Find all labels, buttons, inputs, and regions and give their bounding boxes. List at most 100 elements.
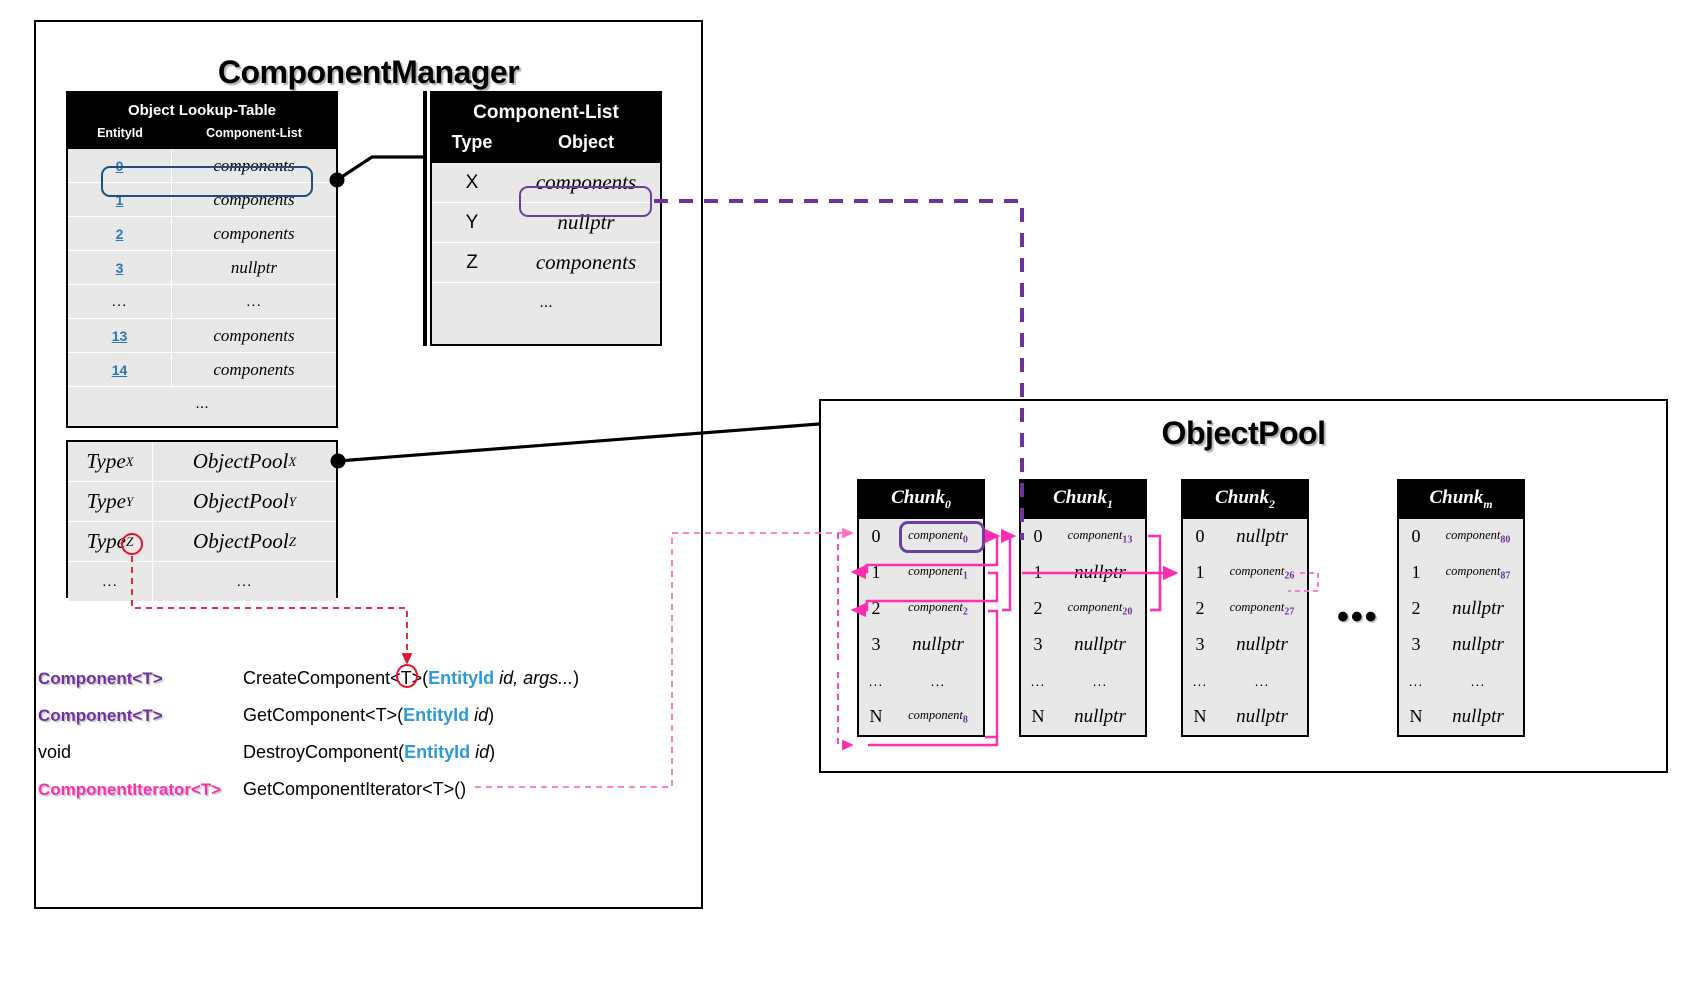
slot-index: ... <box>1408 672 1424 689</box>
table-row: ...... <box>1399 663 1523 699</box>
slot-index: 3 <box>1033 634 1043 655</box>
slot-value: ... <box>930 672 946 689</box>
method-signature-list: Component<T> CreateComponent<T>(EntityId… <box>38 660 678 808</box>
chunk-title: Chunk1 <box>1021 481 1145 519</box>
method-signature: GetComponentIterator<T>() <box>243 779 467 799</box>
method-signature: DestroyComponent(EntityId id) <box>243 742 496 762</box>
table-row: ...... <box>1021 663 1145 699</box>
component-list-type: X <box>465 171 479 193</box>
list-item[interactable]: Component<T> GetComponent<T>(EntityId id… <box>38 697 678 734</box>
table-footer-row: ... ... <box>68 562 336 602</box>
list-item[interactable]: Component<T> CreateComponent<T>(EntityId… <box>38 660 678 697</box>
create-component-t-circle-annotation <box>396 664 418 688</box>
slot-value: nullptr <box>1074 705 1126 727</box>
slot-value: component27 <box>1229 600 1295 618</box>
lookup-entityid: 1 <box>68 183 172 216</box>
lookup-value: components <box>213 155 295 175</box>
table-row: ...... <box>1183 663 1307 699</box>
lookup-value: components <box>213 325 295 345</box>
table-row[interactable]: 14 components <box>68 353 336 387</box>
slot-index: 2 <box>1195 598 1205 619</box>
table-row[interactable]: 2 component27 <box>1183 591 1307 627</box>
slot-value: nullptr <box>1236 633 1288 655</box>
table-row: ...... <box>859 663 983 699</box>
slot-index: N <box>1193 706 1207 727</box>
slot-value: nullptr <box>1074 561 1126 583</box>
lookup-col-componentlist: Component-List <box>206 126 302 140</box>
table-row[interactable]: Z components <box>432 243 660 283</box>
method-return-type: Component<T> <box>38 705 163 725</box>
table-row[interactable]: Y nullptr <box>432 203 660 243</box>
slot-index: 0 <box>1195 526 1205 547</box>
component-manager-title: ComponentManager <box>217 54 520 90</box>
chunk-title: Chunk2 <box>1183 481 1307 519</box>
slot-index: 0 <box>1033 526 1043 547</box>
lookup-table-title: Object Lookup-Table <box>127 102 277 119</box>
table-footer-row: ... <box>432 283 660 322</box>
slot-index: ... <box>868 672 884 689</box>
lookup-entityid: 3 <box>68 251 172 284</box>
slot-value: component1 <box>908 564 968 582</box>
type-z-circle-annotation <box>121 533 143 555</box>
slot-value: nullptr <box>1236 705 1288 727</box>
lookup-entityid: 13 <box>68 319 172 352</box>
component-list-col-type: Type <box>451 132 493 152</box>
slot-index: 0 <box>1411 526 1421 547</box>
list-item[interactable]: ComponentIterator<T> GetComponentIterato… <box>38 771 678 808</box>
component-list-object: components <box>535 170 637 194</box>
slot-value: nullptr <box>912 633 964 655</box>
lookup-entityid: 2 <box>68 217 172 250</box>
method-return-type: ComponentIterator<T> <box>38 779 222 799</box>
slot-value: component13 <box>1067 528 1133 546</box>
table-row[interactable]: 1 components <box>68 183 336 217</box>
slot-value: nullptr <box>1452 597 1504 619</box>
lookup-entityid: ... <box>68 285 172 318</box>
object-lookup-table: Object Lookup-Table EntityId Component-L… <box>66 91 338 428</box>
slot-index: N <box>1409 706 1423 727</box>
slot-index: N <box>869 706 883 727</box>
table-row[interactable]: 3 nullptr <box>68 251 336 285</box>
slot-index: ... <box>1192 672 1208 689</box>
chunk-ellipsis: ••• <box>1337 598 1379 636</box>
component-list-table: Component-List Type Object X components … <box>430 91 662 346</box>
lookup-footer-ellipsis: ... <box>195 394 209 412</box>
table-row[interactable]: 0 component13 <box>1021 519 1145 555</box>
component-list-col-object: Object <box>557 132 614 152</box>
component-list-object-highlight <box>519 186 652 217</box>
table-row[interactable]: X components <box>432 163 660 203</box>
table-row[interactable]: 13 components <box>68 319 336 353</box>
slot-index: N <box>1031 706 1045 727</box>
list-item[interactable]: void DestroyComponent(EntityId id) <box>38 734 678 771</box>
slot-value: ... <box>1254 672 1270 689</box>
slot-index: 2 <box>871 598 881 619</box>
lookup-col-entityid: EntityId <box>97 126 143 140</box>
component-list-object: nullptr <box>557 210 615 234</box>
table-row[interactable]: 2 components <box>68 217 336 251</box>
table-row[interactable]: 0 components <box>68 149 336 183</box>
slot-index: 1 <box>1411 562 1421 583</box>
